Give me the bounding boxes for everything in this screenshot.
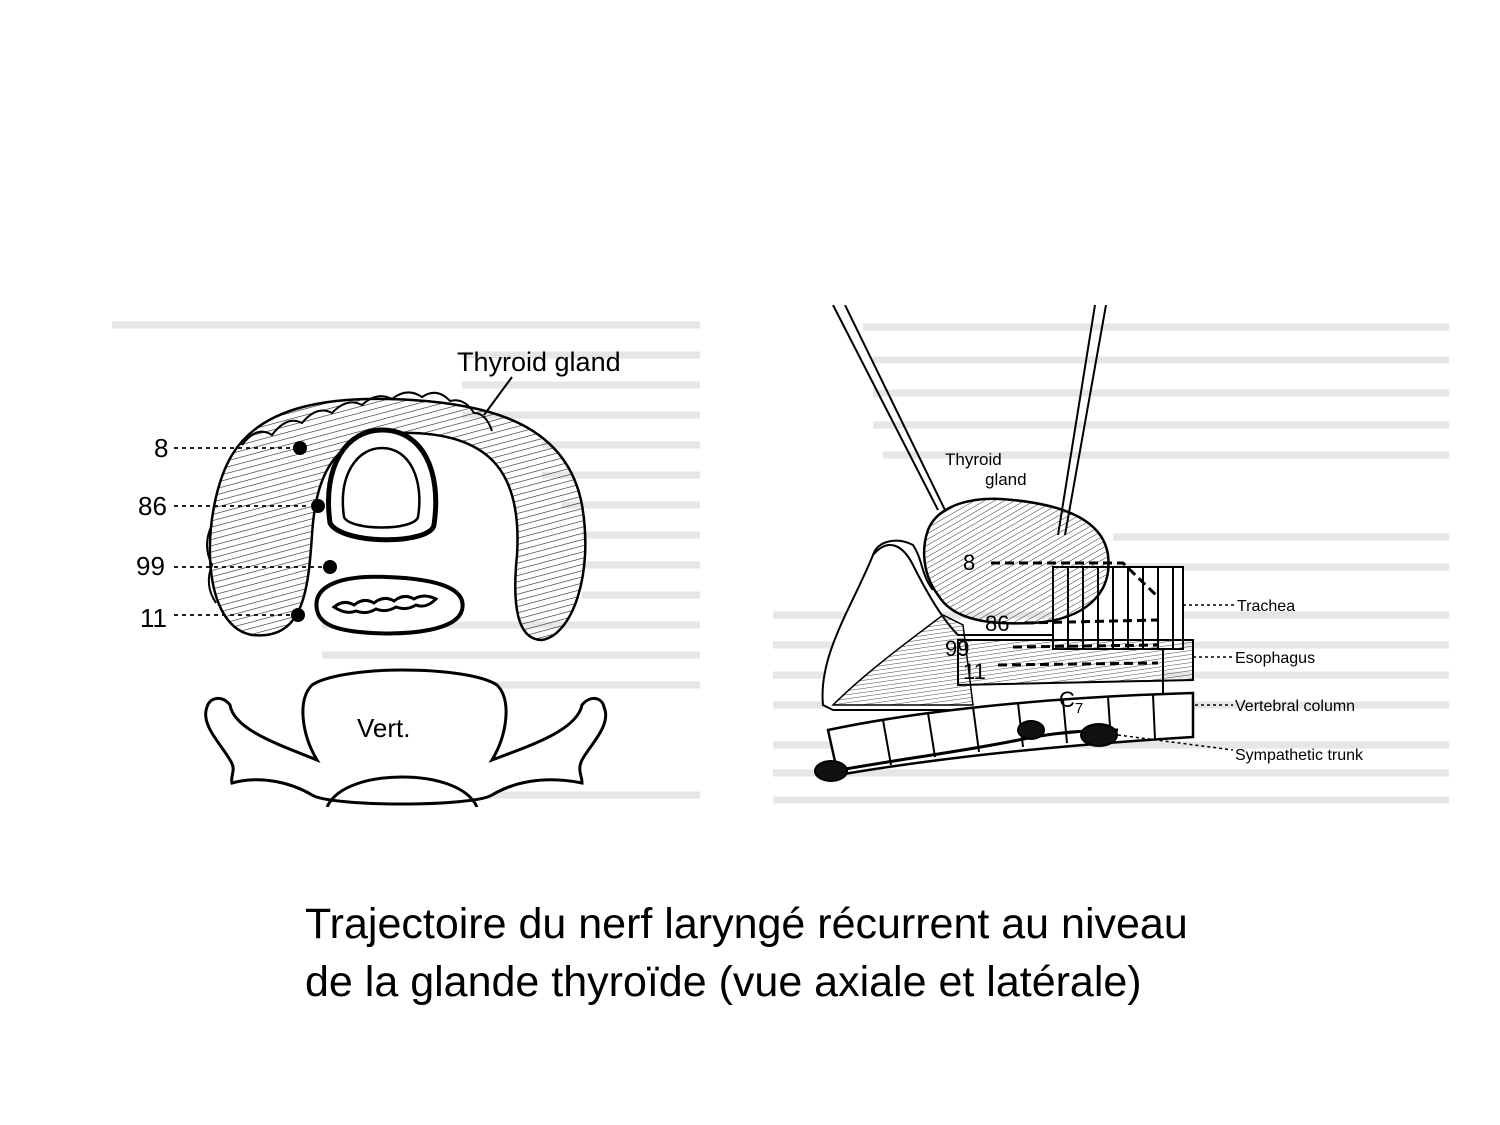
retractor-needles bbox=[832, 305, 1107, 536]
nerve-point-marker-86 bbox=[311, 499, 325, 513]
nerve-point-marker-8 bbox=[293, 441, 307, 455]
nerve-point-label-11: 11 bbox=[963, 659, 986, 684]
esophagus-callout: Esophagus bbox=[1193, 650, 1315, 667]
sympathetic-ganglion bbox=[1017, 720, 1045, 740]
vertebral-column-label: Vertebral column bbox=[1235, 698, 1355, 715]
lateral-view-drawing: 8 86 99 11 C7 Thyroid gland Trachea Esop… bbox=[773, 305, 1449, 804]
sympathetic-ganglion bbox=[1080, 723, 1118, 747]
caption-line-1: Trajectoire du nerf laryngé récurrent au… bbox=[305, 900, 1188, 948]
lateral-view-figure: 8 86 99 11 C7 Thyroid gland Trachea Esop… bbox=[773, 305, 1449, 807]
nerve-point-8: 8 bbox=[963, 550, 975, 575]
axial-view-drawing: Vert. Thyroid gland 8 86 99 11 bbox=[112, 321, 700, 807]
esophagus-shape bbox=[957, 639, 1194, 687]
thyroid-gland-shape bbox=[922, 497, 1110, 625]
c7-label: C7 bbox=[1059, 687, 1083, 717]
nerve-point-8: 8 bbox=[154, 433, 307, 463]
muscle-fibers bbox=[831, 614, 974, 706]
esophagus-lumen bbox=[331, 594, 439, 615]
nerve-point-11: 11 bbox=[963, 659, 986, 684]
sympathetic-trunk-label: Sympathetic trunk bbox=[1235, 747, 1364, 764]
trachea-shape bbox=[1052, 566, 1184, 650]
thyroid-gland-shape bbox=[208, 397, 587, 642]
nerve-point-label-86: 86 bbox=[138, 491, 167, 521]
sympathetic-trunk-shape bbox=[814, 720, 1119, 782]
figure-caption: Trajectoire du nerf laryngé récurrent au… bbox=[305, 895, 1455, 1011]
c7-label-main: C bbox=[1059, 687, 1075, 712]
nerve-point-99: 99 bbox=[136, 551, 337, 581]
thyroid-lobulations bbox=[206, 391, 493, 604]
vertebral-body-lower bbox=[325, 775, 479, 807]
nerve-point-99: 99 bbox=[945, 636, 969, 661]
nerve-paths bbox=[991, 561, 1160, 667]
nerve-point-label-8: 8 bbox=[154, 433, 168, 463]
trachea-lumen bbox=[341, 446, 421, 529]
vertebral-column-callout: Vertebral column bbox=[1195, 698, 1355, 715]
trachea-label: Trachea bbox=[1237, 598, 1295, 615]
esophagus-label: Esophagus bbox=[1235, 650, 1315, 667]
nerve-point-marker-99 bbox=[323, 560, 337, 574]
trachea-callout: Trachea bbox=[1183, 598, 1295, 615]
nerve-point-label-8: 8 bbox=[963, 550, 975, 575]
thyroid-gland-label-line2: gland bbox=[985, 470, 1027, 489]
thyroid-gland-leader bbox=[483, 376, 513, 416]
nerve-point-label-99: 99 bbox=[136, 551, 165, 581]
larynx-outline bbox=[872, 539, 934, 591]
vertebra-shape bbox=[204, 668, 608, 806]
thyroid-gland-label: Thyroid gland bbox=[457, 347, 621, 377]
axial-view-figure: Vert. Thyroid gland 8 86 99 11 bbox=[112, 305, 700, 807]
nerve-point-86: 86 bbox=[138, 491, 325, 521]
caption-line-2: de la glande thyroïde (vue axiale et lat… bbox=[305, 958, 1142, 1006]
nerve-point-86: 86 bbox=[985, 611, 1009, 636]
vert-label: Vert. bbox=[357, 713, 410, 743]
esophagus-shape bbox=[314, 574, 465, 636]
nerve-point-marker-11 bbox=[291, 608, 305, 622]
thyroid-gland-label-line1: Thyroid bbox=[945, 450, 1002, 469]
nerve-point-label-11: 11 bbox=[140, 603, 167, 633]
c7-label-sub: 7 bbox=[1075, 700, 1083, 717]
vertebral-column-shape bbox=[826, 691, 1195, 777]
nerve-point-11: 11 bbox=[140, 603, 305, 633]
sympathetic-trunk-callout: Sympathetic trunk bbox=[1117, 734, 1364, 764]
sympathetic-ganglion bbox=[814, 760, 848, 782]
nerve-point-label-99: 99 bbox=[945, 636, 969, 661]
nerve-point-label-86: 86 bbox=[985, 611, 1009, 636]
